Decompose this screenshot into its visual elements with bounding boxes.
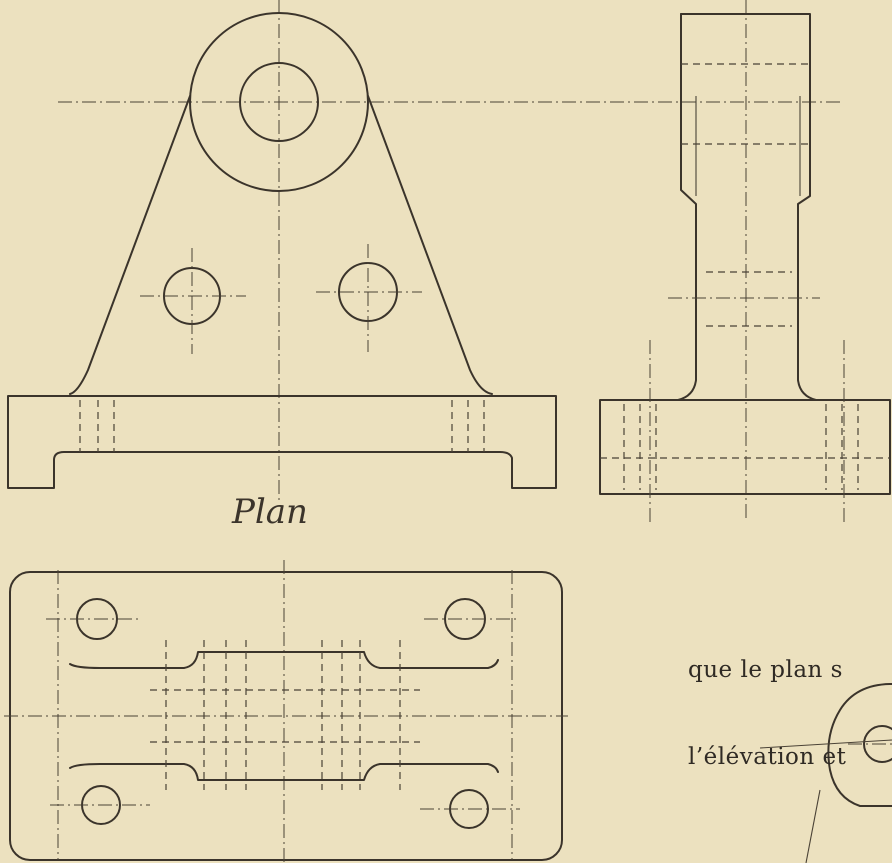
front-elevation bbox=[7, 0, 840, 500]
caption-line-1: que le plan s bbox=[688, 657, 843, 683]
plan-view bbox=[4, 560, 568, 863]
plan-label: Plan bbox=[232, 492, 308, 532]
caption-line-2: l’élévation et bbox=[688, 744, 847, 770]
boss-bore bbox=[239, 62, 319, 142]
side-elevation bbox=[599, 0, 891, 524]
boss-circle bbox=[189, 12, 369, 192]
side-base bbox=[599, 399, 891, 495]
front-base bbox=[7, 395, 557, 489]
partial-figure bbox=[759, 683, 892, 863]
caption-text: que le plan s l’élévation et bbox=[688, 598, 846, 801]
